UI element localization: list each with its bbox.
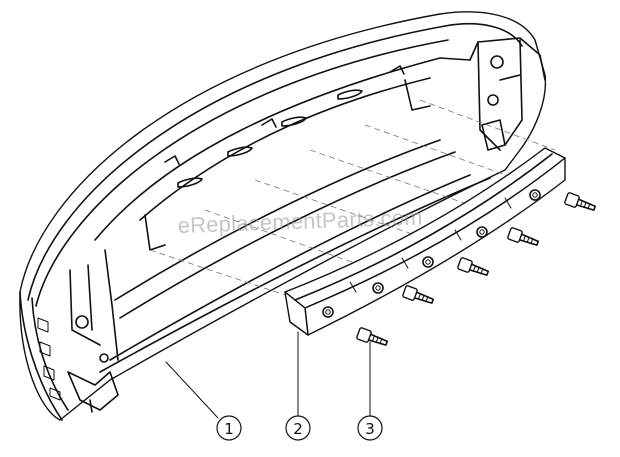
- alignment-lines: [149, 99, 556, 301]
- screw: [457, 257, 490, 276]
- screw: [564, 192, 597, 211]
- leader-lines: [165, 331, 371, 419]
- callout-3: 3: [357, 415, 383, 441]
- screw: [507, 227, 540, 246]
- part-bracket: [284, 147, 566, 336]
- callout-2: 2: [285, 415, 311, 441]
- part-housing: [19, 11, 547, 421]
- callout-label: 2: [293, 420, 303, 438]
- callout-label: 3: [365, 420, 375, 438]
- screw: [356, 327, 389, 346]
- callout-label: 1: [224, 420, 234, 438]
- part-screws: [356, 192, 597, 346]
- screw: [402, 285, 435, 304]
- callout-1: 1: [216, 415, 242, 441]
